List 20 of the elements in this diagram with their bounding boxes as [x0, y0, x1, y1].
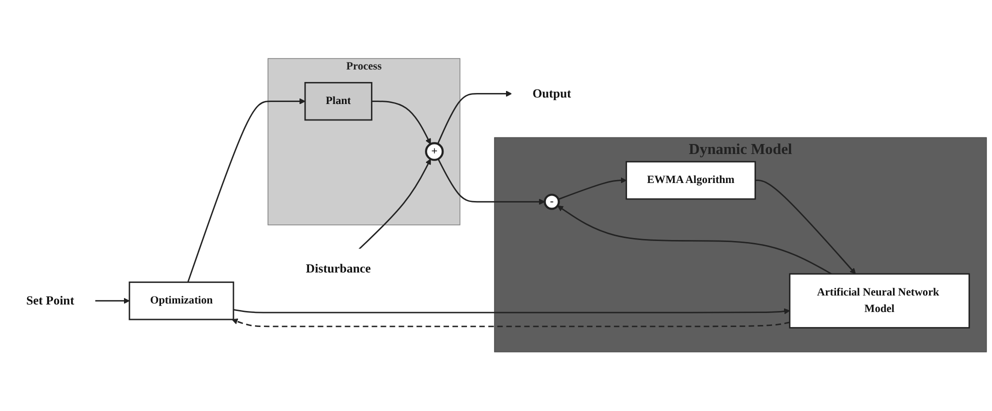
node-text: Output	[532, 86, 572, 101]
node-box: Plant	[304, 82, 372, 121]
node-box: Optimization	[128, 282, 234, 320]
node-box: EWMA Algorithm	[626, 161, 756, 200]
node-box: Artificial Neural Network Model	[789, 274, 970, 329]
arrow	[557, 206, 832, 275]
node-circle: +	[425, 142, 444, 162]
node-text: Disturbance	[306, 262, 371, 276]
arrow	[232, 318, 790, 328]
arrow	[438, 158, 546, 206]
node-text: Set Point	[26, 294, 74, 308]
arrow	[437, 90, 512, 144]
arrow	[187, 98, 306, 283]
arrow	[558, 178, 627, 200]
arrow	[94, 298, 130, 304]
arrow	[233, 308, 790, 315]
arrow	[755, 180, 856, 274]
arrow	[358, 158, 431, 250]
arrow	[372, 100, 431, 145]
node-circle: -	[544, 194, 560, 210]
